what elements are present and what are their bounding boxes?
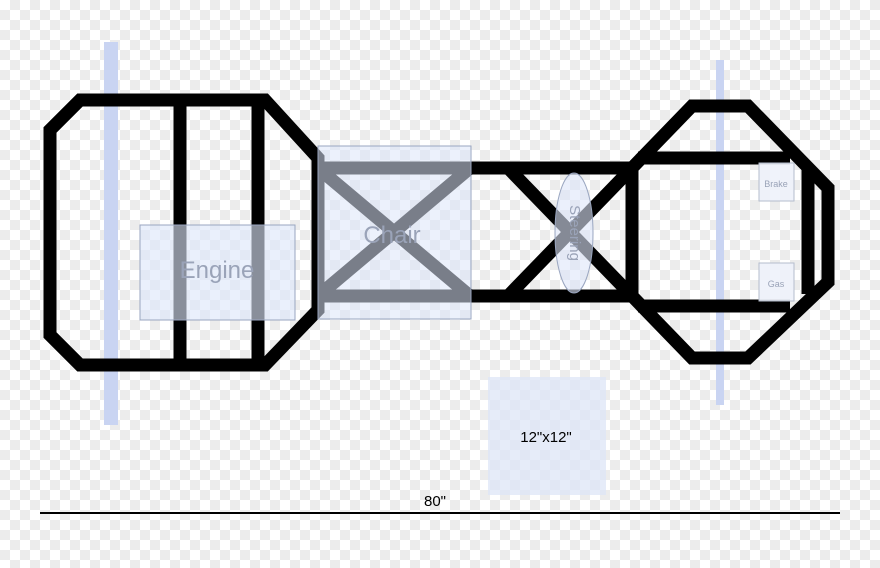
steering-ellipse <box>554 172 594 294</box>
plate-box <box>488 377 606 495</box>
front-axle <box>716 60 724 405</box>
length-dimension: 80" <box>40 493 840 514</box>
length-dimension-label: 80" <box>424 493 446 510</box>
plate-component: 12"x12" <box>488 377 606 495</box>
engine-box <box>139 224 296 321</box>
brake-box <box>758 162 795 202</box>
brake-label: Brake <box>764 179 788 189</box>
brake-component: Brake <box>758 162 795 202</box>
steering-label: Steering <box>566 205 583 261</box>
gas-label: Gas <box>768 279 785 289</box>
chair-box <box>317 145 472 320</box>
engine-component: Engine <box>139 224 296 321</box>
chair-label: Chair <box>363 222 420 249</box>
steering-component: Steering <box>554 172 594 294</box>
front-frame-outline <box>625 99 835 365</box>
rear-frame-outline <box>43 93 325 372</box>
engine-label: Engine <box>180 257 255 284</box>
rear-axle <box>104 42 118 425</box>
chair-component: Chair <box>317 145 472 320</box>
gas-component: Gas <box>758 262 795 302</box>
plate-label: 12"x12" <box>520 429 572 446</box>
gas-box <box>758 262 795 302</box>
